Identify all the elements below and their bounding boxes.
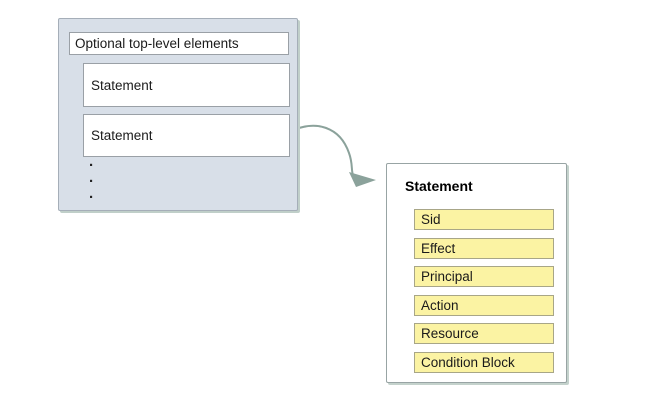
statement-element-effect: Effect — [414, 238, 554, 259]
policy-container: Optional top-level elements Statement St… — [58, 18, 298, 211]
statement-label: Statement — [91, 128, 153, 143]
statement-element-principal: Principal — [414, 266, 554, 287]
ellipsis-dots: . . . — [89, 154, 93, 202]
ellipsis-dot: . — [89, 153, 94, 170]
arrowhead-icon — [349, 172, 376, 187]
ellipsis-dot: . — [89, 169, 94, 186]
statement-element-sid: Sid — [414, 209, 554, 230]
arrow-curve — [288, 124, 354, 176]
statement-label: Statement — [91, 77, 153, 93]
statement-detail-title: Statement — [405, 178, 473, 194]
optional-top-level-elements-box: Optional top-level elements — [69, 32, 289, 55]
statement-detail-container: Statement Sid Effect Principal Action Re… — [386, 163, 567, 383]
statement-element-condition-block: Condition Block — [414, 352, 554, 373]
statement-element-resource: Resource — [414, 323, 554, 344]
statement-box-1: Statement — [83, 63, 290, 107]
optional-top-level-elements-label: Optional top-level elements — [75, 36, 239, 51]
statement-box-2: Statement — [83, 114, 290, 157]
statement-element-action: Action — [414, 295, 554, 316]
ellipsis-dot: . — [89, 185, 94, 202]
